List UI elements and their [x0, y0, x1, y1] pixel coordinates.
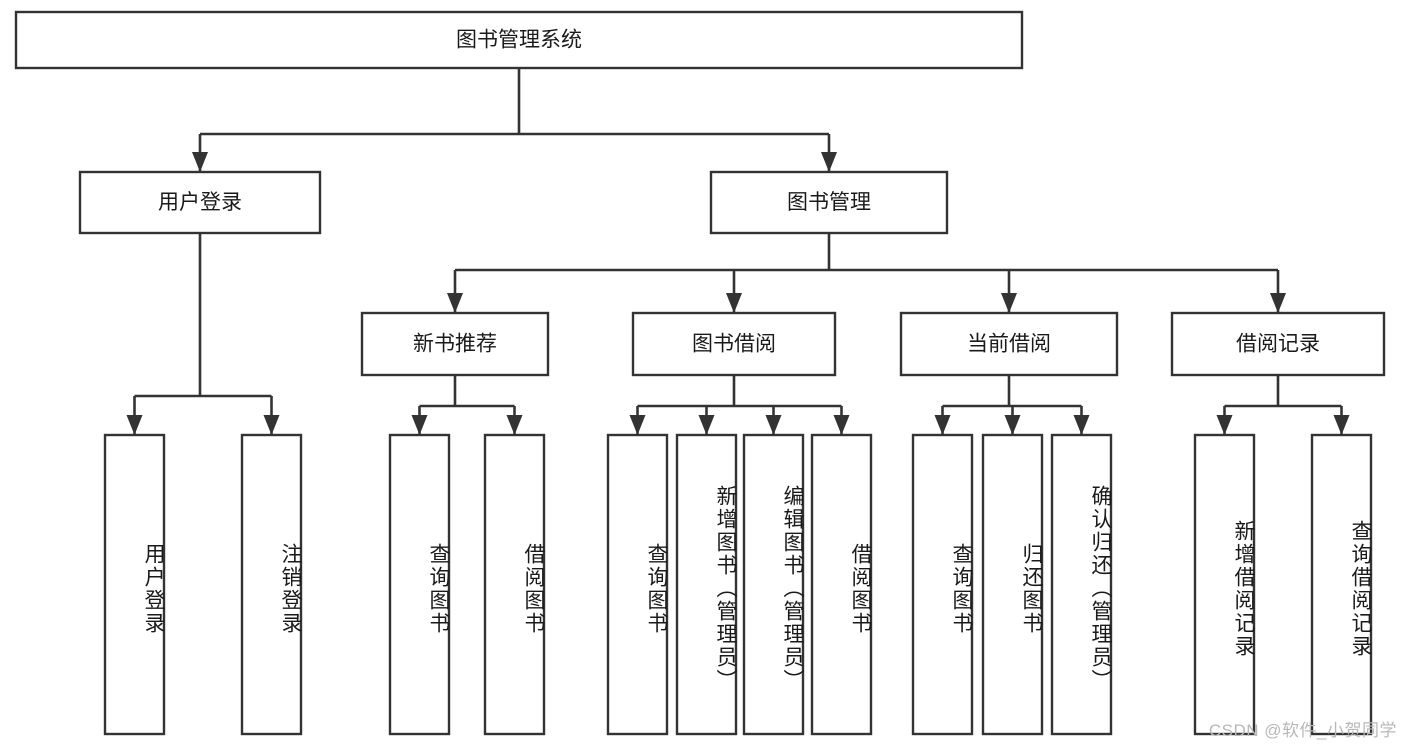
node-box-leaf-0[interactable]: [103, 433, 166, 736]
arrow-head-icon: [126, 415, 143, 435]
node-box-leaf-9[interactable]: [981, 433, 1044, 736]
node-box-level3-3[interactable]: [1170, 311, 1386, 377]
node-box-leaf-7[interactable]: [810, 433, 873, 736]
node-box-level3-0[interactable]: [360, 311, 550, 377]
node-label-root: 图书管理系统: [456, 29, 582, 52]
arrow-head-icon: [1216, 415, 1233, 435]
arrow-head-icon: [447, 293, 463, 313]
arrow-head-icon: [629, 415, 646, 435]
node-box-leaf-12[interactable]: [1310, 433, 1373, 736]
connector-layer: [126, 68, 1350, 435]
node-box-leaf-5[interactable]: [675, 433, 738, 736]
node-box-leaf-10[interactable]: [1050, 433, 1113, 736]
arrow-head-icon: [1270, 293, 1286, 313]
arrow-head-icon: [726, 293, 742, 313]
arrow-head-icon: [765, 415, 782, 435]
node-box-level3-1[interactable]: [631, 311, 837, 377]
node-box-level2-0[interactable]: [78, 170, 322, 235]
node-box-root[interactable]: [14, 10, 1024, 70]
node-box-leaf-3[interactable]: [483, 433, 546, 736]
node-box-leaf-8[interactable]: [911, 433, 974, 736]
arrow-head-icon: [821, 152, 837, 172]
arrow-head-icon: [1073, 415, 1090, 435]
node-label-level2-0: 用户登录: [158, 191, 242, 214]
node-box-leaf-11[interactable]: [1193, 433, 1256, 736]
node-label-level3-1: 图书借阅: [692, 333, 776, 356]
arrow-head-icon: [1004, 415, 1021, 435]
csdn-watermark: CSDN @软件_小贺同学: [1208, 721, 1397, 740]
node-box-leaf-2[interactable]: [388, 433, 451, 736]
box-layer: [14, 10, 1386, 736]
node-label-level3-3: 借阅记录: [1236, 333, 1320, 356]
node-box-leaf-6[interactable]: [742, 433, 805, 736]
arrow-head-icon: [506, 415, 523, 435]
arrow-head-icon: [698, 415, 715, 435]
node-box-leaf-4[interactable]: [606, 433, 669, 736]
node-label-level2-1: 图书管理: [787, 191, 871, 214]
node-box-leaf-1[interactable]: [240, 433, 303, 736]
arrow-head-icon: [411, 415, 428, 435]
arrow-head-icon: [263, 415, 280, 435]
node-label-level3-2: 当前借阅: [967, 333, 1051, 356]
arrow-head-icon: [1001, 293, 1017, 313]
arrow-head-icon: [833, 415, 850, 435]
node-box-level3-2[interactable]: [899, 311, 1119, 377]
arrow-head-icon: [934, 415, 951, 435]
arrow-head-icon: [1333, 415, 1350, 435]
node-label-level3-0: 新书推荐: [413, 333, 497, 356]
node-box-level2-1[interactable]: [709, 170, 949, 235]
arrow-head-icon: [192, 152, 208, 172]
